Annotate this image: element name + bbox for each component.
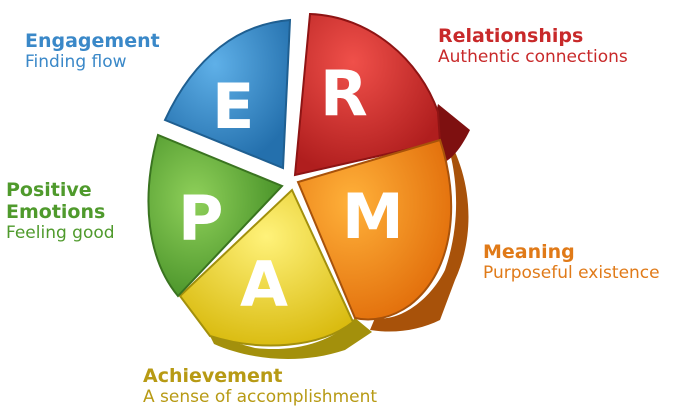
- positive-emotions-segment: [147, 133, 284, 298]
- positive-emotions-title-line-2: Emotions: [6, 200, 106, 223]
- relationships-subtitle: Authentic connections: [438, 46, 628, 67]
- engagement-title: Engagement: [25, 30, 160, 52]
- meaning-segment: [296, 138, 453, 321]
- positive-emotions-label: Positive Emotions Feeling good: [6, 179, 115, 243]
- engagement-segment: [163, 18, 292, 170]
- relationships-label: Relationships Authentic connections: [438, 25, 628, 67]
- achievement-letter: A: [240, 248, 288, 321]
- achievement-segment: [178, 188, 355, 347]
- achievement-label: Achievement A sense of accomplishment: [143, 365, 378, 407]
- achievement-title: Achievement: [143, 365, 283, 387]
- meaning-label: Meaning Purposeful existence: [483, 241, 660, 283]
- engagement-label: Engagement Finding flow: [25, 30, 160, 72]
- relationships-segment: [293, 12, 442, 177]
- achievement-subtitle: A sense of accomplishment: [143, 386, 378, 407]
- meaning-title: Meaning: [483, 241, 575, 263]
- meaning-subtitle: Purposeful existence: [483, 262, 660, 283]
- achievement-segment-side: [210, 318, 372, 359]
- engagement-subtitle: Finding flow: [25, 51, 127, 72]
- relationships-title: Relationships: [438, 25, 584, 47]
- positive-emotions-title-line-1: Positive: [6, 179, 92, 201]
- positive-emotions-letter: P: [178, 182, 223, 255]
- relationships-letter: R: [320, 57, 368, 130]
- meaning-letter: M: [342, 180, 404, 253]
- meaning-segment-side: [370, 130, 469, 332]
- engagement-letter: E: [212, 70, 254, 143]
- positive-emotions-subtitle: Feeling good: [6, 222, 115, 243]
